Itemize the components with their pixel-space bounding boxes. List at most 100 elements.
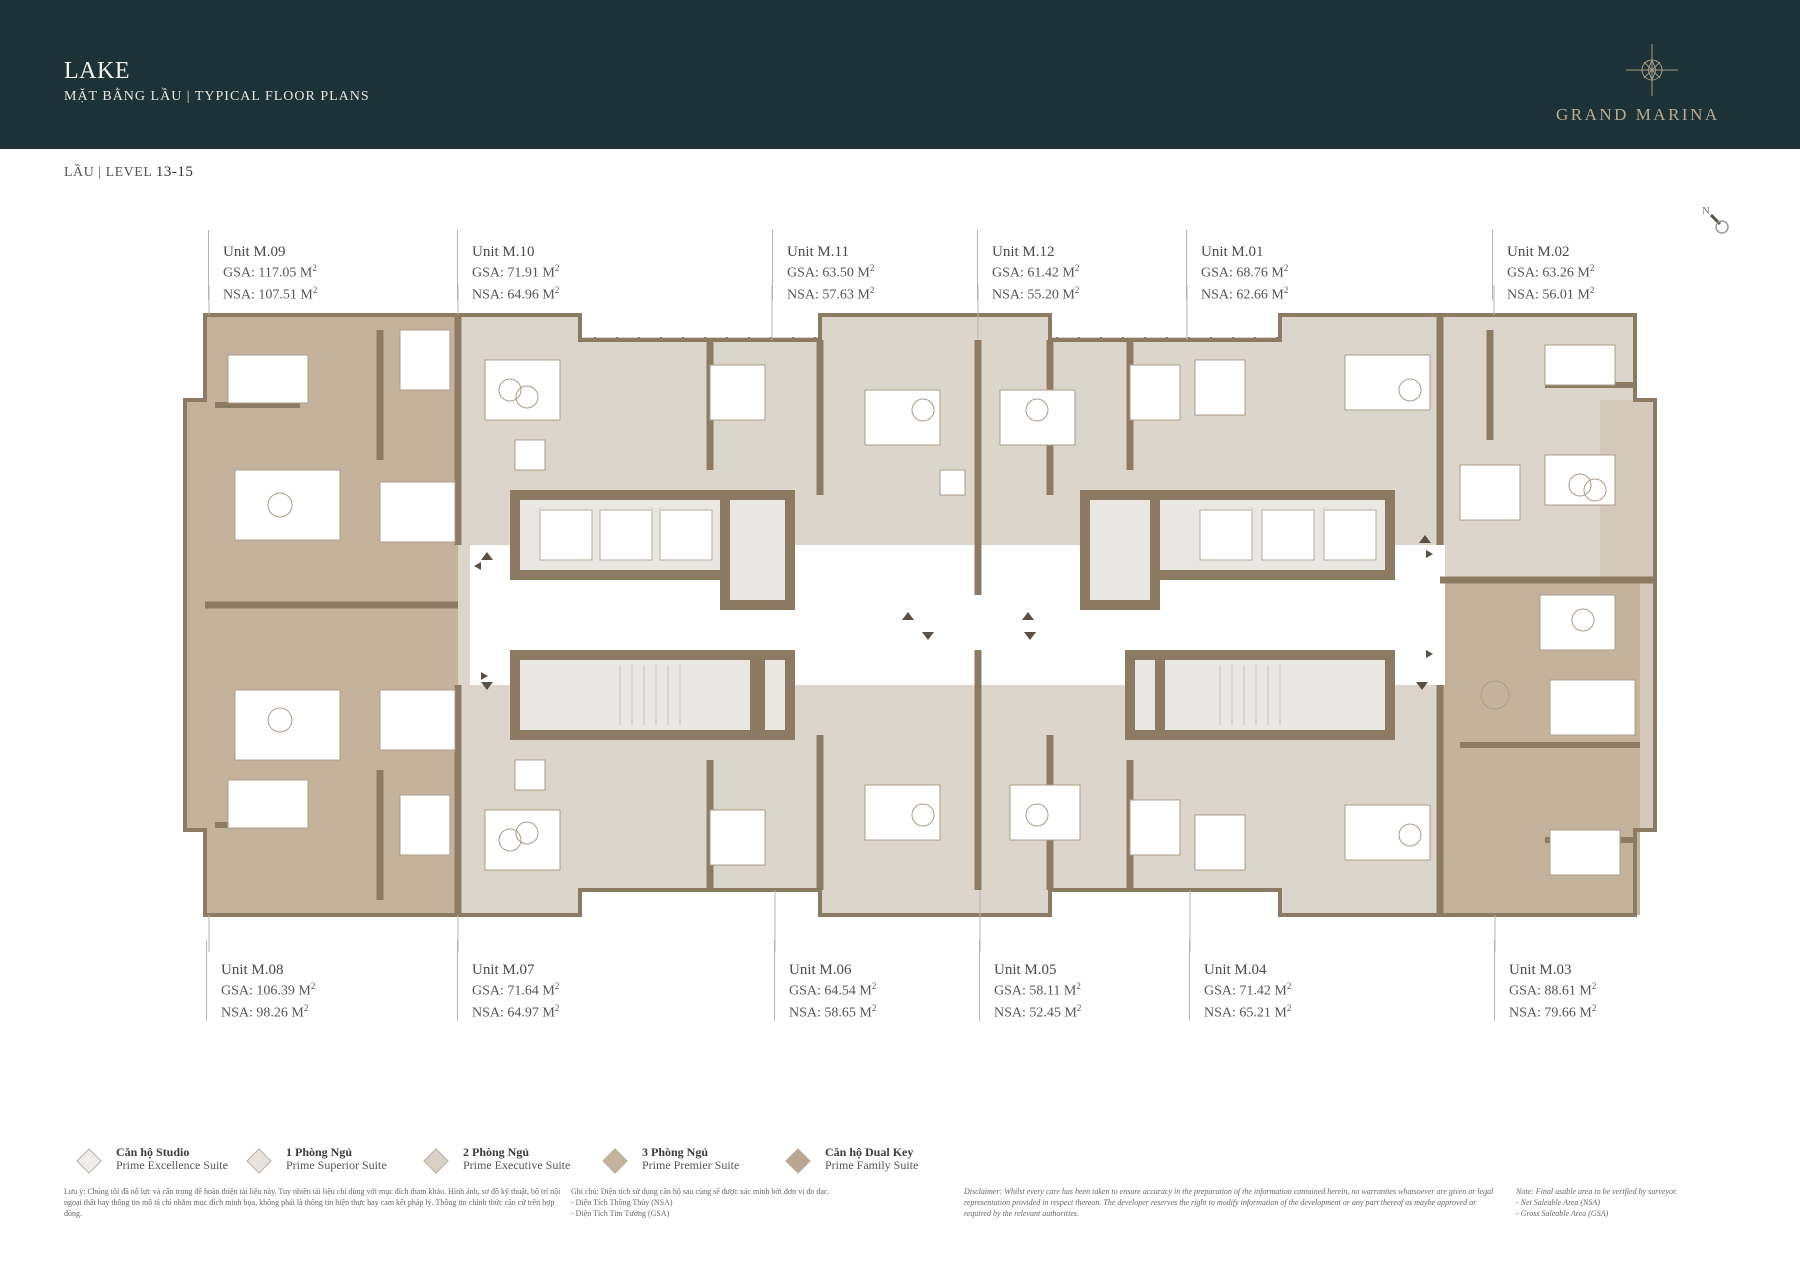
sq-superscript: 2: [871, 981, 877, 991]
unit-nsa: NSA: 62.66 M: [1201, 287, 1284, 303]
sq-superscript: 2: [1286, 1002, 1292, 1013]
sq-superscript: 2: [310, 981, 316, 991]
unit-gsa: GSA: 106.39 M: [221, 983, 311, 999]
unit-gsa: GSA: 71.42 M: [1204, 983, 1287, 999]
unit-name: Unit M.10: [472, 244, 535, 260]
unit-nsa: NSA: 79.66 M: [1509, 1005, 1592, 1021]
unit-name: Unit M.04: [1204, 962, 1267, 978]
sq-superscript: 2: [554, 1002, 560, 1013]
legend-en: Prime Superior Suite: [286, 1158, 387, 1172]
diamond-swatch-icon: [246, 1148, 272, 1174]
unit-nsa: NSA: 98.26 M: [221, 1005, 304, 1021]
unit-nsa: NSA: 58.65 M: [789, 1005, 872, 1021]
legend-vn: 2 Phòng Ngủ: [463, 1145, 530, 1159]
sq-superscript: 2: [1283, 263, 1289, 273]
unit-label-m11[interactable]: Unit M.11 GSA: 63.50 M2 NSA: 57.63 M2: [772, 230, 875, 303]
page-subtitle: MẶT BẰNG LẦU | TYPICAL FLOOR PLANS: [64, 89, 370, 104]
vn-nsa: - Diện Tích Thông Thủy (NSA): [571, 1198, 673, 1207]
en-area-note-text: Note: Final usable area to be verified b…: [1516, 1187, 1678, 1196]
unit-nsa: NSA: 107.51 M: [223, 287, 313, 303]
project-title: LAKE: [64, 58, 130, 84]
sq-superscript: 2: [1589, 263, 1595, 273]
unit-label-m09[interactable]: Unit M.09 GSA: 117.05 M2 NSA: 107.51 M2: [208, 230, 317, 303]
sq-superscript: 2: [1076, 1002, 1082, 1013]
sq-superscript: 2: [312, 263, 317, 273]
unit-name: Unit M.09: [223, 244, 286, 260]
unit-name: Unit M.11: [787, 244, 849, 260]
vn-area-note-text: Ghi chú: Diện tích sử dụng căn hộ sau cù…: [571, 1187, 830, 1196]
sq-superscript: 2: [1591, 1002, 1597, 1013]
legend-vn: 1 Phòng Ngủ: [286, 1145, 353, 1159]
north-arrow-icon: N: [1702, 205, 1729, 234]
en-nsa: - Net Saleable Area (NSA): [1516, 1198, 1600, 1207]
diamond-swatch-icon: [602, 1148, 628, 1174]
sq-superscript: 2: [869, 263, 875, 273]
unit-label-m06[interactable]: Unit M.06 GSA: 64.54 M2 NSA: 58.65 M2: [774, 940, 877, 1022]
unit-label-m04[interactable]: Unit M.04 GSA: 71.42 M2 NSA: 65.21 M2: [1189, 940, 1292, 1022]
level-label: LẦU | LEVEL 13-15: [64, 164, 193, 181]
unit-m03-three-bed: [1440, 580, 1640, 915]
unit-name: Unit M.08: [221, 962, 284, 978]
unit-label-m05[interactable]: Unit M.05 GSA: 58.11 M2 NSA: 52.45 M2: [979, 940, 1082, 1022]
diamond-swatch-icon: [423, 1148, 449, 1174]
sq-superscript: 2: [554, 284, 560, 295]
unit-nsa: NSA: 52.45 M: [994, 1005, 1077, 1021]
unit-label-m08[interactable]: Unit M.08 GSA: 106.39 M2 NSA: 98.26 M2: [206, 940, 316, 1022]
diamond-swatch-icon: [785, 1148, 811, 1174]
header-banner: LAKE MẶT BẰNG LẦU | TYPICAL FLOOR PLANS …: [0, 0, 1800, 149]
diamond-swatch-icon: [76, 1148, 102, 1174]
vn-gsa: - Diện Tích Tim Tường (GSA): [571, 1209, 670, 1218]
unit-name: Unit M.03: [1509, 962, 1572, 978]
unit-gsa: GSA: 71.91 M: [472, 265, 555, 281]
sq-superscript: 2: [1074, 263, 1080, 273]
unit-gsa: GSA: 61.42 M: [992, 265, 1075, 281]
vn-area-note: Ghi chú: Diện tích sử dụng căn hộ sau cù…: [571, 1186, 901, 1219]
unit-gsa: GSA: 117.05 M: [223, 265, 313, 281]
sq-superscript: 2: [1283, 284, 1289, 295]
legend-vn: Căn hộ Dual Key: [825, 1145, 914, 1159]
unit-label-m03[interactable]: Unit M.03 GSA: 88.61 M2 NSA: 79.66 M2: [1494, 940, 1597, 1022]
unit-nsa: NSA: 55.20 M: [992, 287, 1075, 303]
unit-gsa: GSA: 58.11 M: [994, 983, 1077, 999]
legend-vn: Căn hộ Studio: [116, 1145, 190, 1159]
vn-disclaimer: Lưu ý: Chúng tôi đã nỗ lực và cẩn trọng …: [64, 1187, 561, 1218]
sq-superscript: 2: [1591, 981, 1597, 991]
unit-label-m10[interactable]: Unit M.10 GSA: 71.91 M2 NSA: 64.96 M2: [457, 230, 560, 302]
unit-label-m02[interactable]: Unit M.02 GSA: 63.26 M2 NSA: 56.01 M2: [1492, 230, 1595, 302]
unit-gsa: GSA: 63.50 M: [787, 265, 870, 281]
unit-label-m01[interactable]: Unit M.01 GSA: 68.76 M2 NSA: 62.66 M2: [1186, 230, 1289, 303]
legend-en: Prime Premier Suite: [642, 1158, 740, 1172]
unit-gsa: GSA: 64.54 M: [789, 983, 872, 999]
legend-en: Prime Family Suite: [825, 1158, 919, 1172]
svg-text:N: N: [1702, 205, 1710, 217]
sq-superscript: 2: [1286, 981, 1292, 991]
unit-gsa: GSA: 68.76 M: [1201, 265, 1284, 281]
unit-label-m12[interactable]: Unit M.12 GSA: 61.42 M2 NSA: 55.20 M2: [977, 230, 1080, 303]
unit-name: Unit M.05: [994, 962, 1057, 978]
unit-label-m07[interactable]: Unit M.07 GSA: 71.64 M2 NSA: 64.97 M2: [457, 940, 560, 1022]
unit-gsa: GSA: 63.26 M: [1507, 265, 1590, 281]
unit-gsa: GSA: 71.64 M: [472, 983, 555, 999]
brand-logo-text: GRAND MARINA: [1556, 105, 1720, 124]
legend-en: Prime Executive Suite: [463, 1158, 571, 1172]
unit-nsa: NSA: 65.21 M: [1204, 1005, 1287, 1021]
unit-name: Unit M.12: [992, 244, 1055, 260]
unit-m09-m08-dual-key: [185, 315, 458, 915]
unit-nsa: NSA: 57.63 M: [787, 287, 870, 303]
building-outline: [185, 315, 1655, 915]
unit-name: Unit M.02: [1507, 244, 1570, 260]
core-top: [510, 490, 1395, 610]
unit-nsa: NSA: 64.97 M: [472, 1005, 555, 1021]
legend-en: Prime Excellence Suite: [116, 1158, 228, 1172]
unit-gsa: GSA: 88.61 M: [1509, 983, 1592, 999]
sq-superscript: 2: [303, 1002, 309, 1013]
unit-name: Unit M.01: [1201, 244, 1264, 260]
compass-rose-icon: [1626, 44, 1678, 96]
level-prefix: LẦU | LEVEL: [64, 165, 156, 180]
